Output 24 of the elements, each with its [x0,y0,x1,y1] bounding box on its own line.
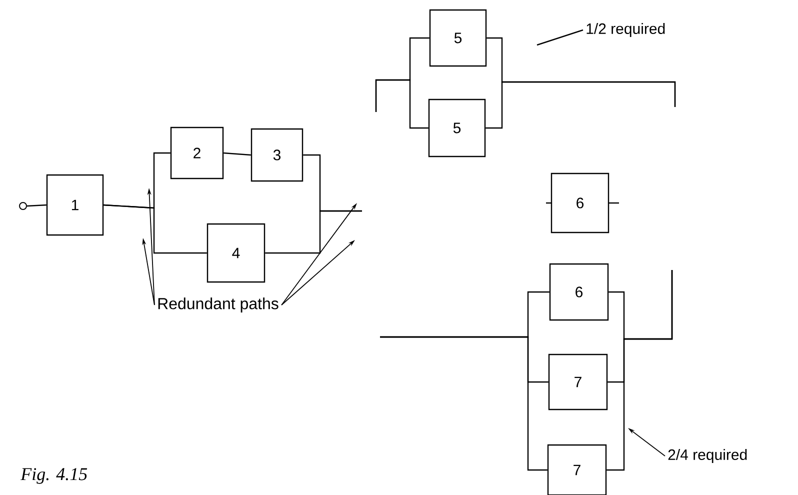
block-box: 1 [46,174,104,236]
connector-line [380,336,548,471]
block-box: 6 [550,172,610,234]
connector-line [486,81,676,129]
block-box: 4 [206,223,266,283]
annotation-text: 2/4 required [668,449,747,463]
block-box: 7 [548,354,608,410]
annotation-text: 1/2 required [586,23,665,37]
block-box: 5 [429,9,487,67]
connector-line [26,204,46,207]
block-box: 5 [428,98,486,158]
connector-line [375,79,428,129]
input-terminal [19,202,27,210]
block-box: 2 [170,126,224,180]
connector-line [606,270,673,471]
connector-line [104,204,207,254]
connector-line [224,152,251,156]
figure-number: Fig. 4.15 [20,468,88,484]
block-box: 6 [549,263,609,321]
block-box: 3 [250,128,304,182]
leader-line [536,29,584,46]
connector-line [265,210,362,254]
block-box: 7 [547,444,607,495]
annotation-text: Redundant paths [158,298,278,312]
